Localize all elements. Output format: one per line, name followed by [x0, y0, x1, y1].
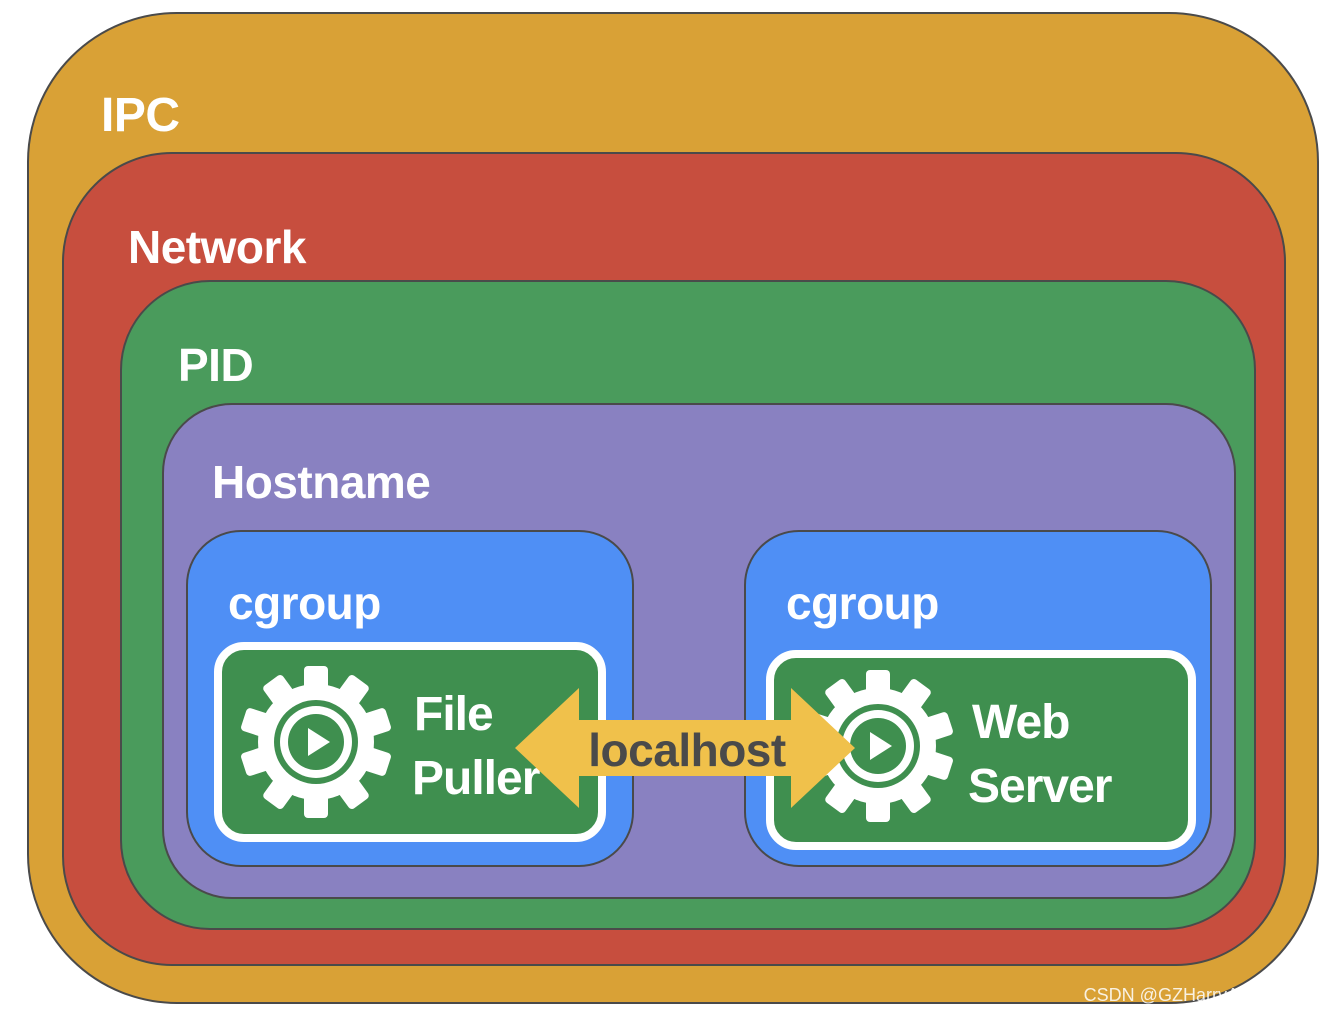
hostname-label: Hostname — [212, 456, 431, 508]
web-server-line1: Web — [972, 696, 1070, 749]
file-puller-line1: File — [414, 688, 494, 741]
cgroup-label-right: cgroup — [786, 577, 939, 629]
pid-label: PID — [178, 339, 254, 391]
gear-play-icon — [241, 666, 391, 818]
file-puller-line2: Puller — [412, 752, 540, 805]
watermark-text: CSDN @GZHarryAnonymous — [1083, 985, 1322, 1005]
cgroup-label-left: cgroup — [228, 577, 381, 629]
ipc-label: IPC — [101, 89, 180, 142]
localhost-label: localhost — [588, 724, 786, 776]
gear-play-icon — [803, 670, 953, 822]
network-label: Network — [128, 221, 306, 273]
web-server-line2: Server — [968, 760, 1112, 813]
double-arrow-icon — [515, 688, 855, 808]
